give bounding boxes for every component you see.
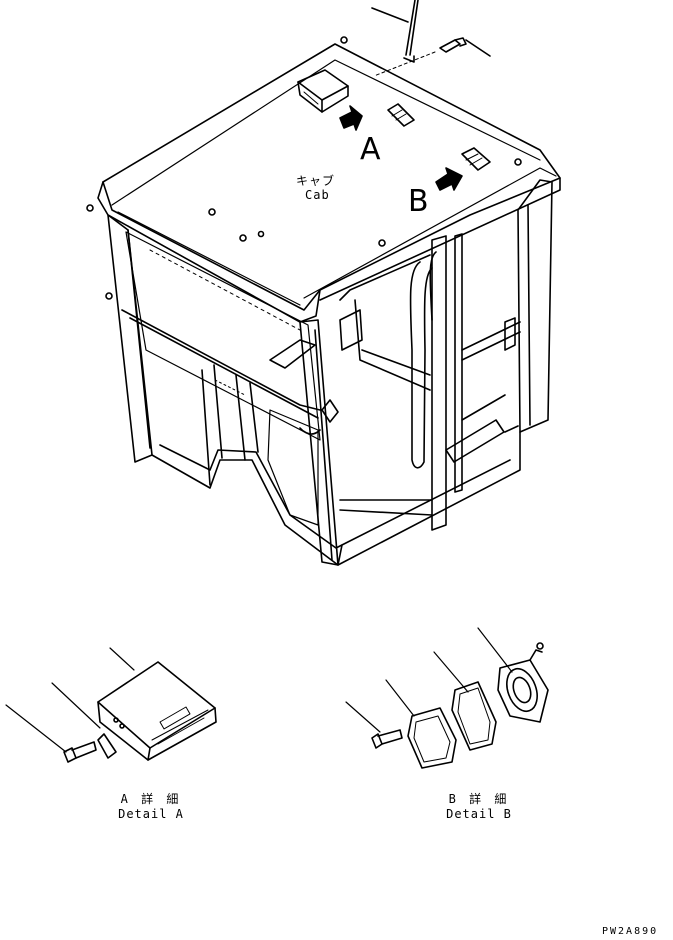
cab-label-en: Cab — [305, 188, 330, 202]
arrow-b — [435, 167, 463, 191]
detail-a-caption-jp: A 詳 細 — [120, 792, 182, 806]
arrow-a — [339, 105, 363, 131]
speaker-grille — [407, 707, 457, 769]
grab-rail — [409, 261, 433, 469]
cab-label-jp: キャブ — [296, 174, 336, 188]
detail-b-parts — [345, 627, 549, 769]
detail-a-parts — [5, 647, 217, 763]
cab-roof — [102, 43, 561, 311]
cab-floor-frame — [151, 431, 521, 566]
antenna — [371, 0, 419, 63]
bolt-a — [63, 747, 77, 763]
speaker-cone — [506, 667, 538, 713]
speaker-marker-a — [387, 103, 415, 127]
detail-b-caption-jp: B 詳 細 — [448, 792, 510, 806]
view-b-label: B — [408, 184, 429, 219]
roof-bolt — [373, 37, 491, 77]
radio-on-roof — [297, 69, 349, 113]
detail-a-caption-en: Detail A — [118, 807, 184, 821]
rear-right-pillar — [517, 179, 553, 433]
drawing-number: PW2A890 — [602, 926, 659, 937]
speaker-marker-b — [461, 147, 491, 171]
view-a-label: A — [360, 132, 381, 167]
detail-b-caption-en: Detail B — [446, 807, 512, 821]
bracket — [97, 733, 117, 759]
speaker-gasket — [451, 681, 497, 751]
front-right-pillar — [299, 319, 339, 566]
cab-assembly — [86, 36, 561, 566]
